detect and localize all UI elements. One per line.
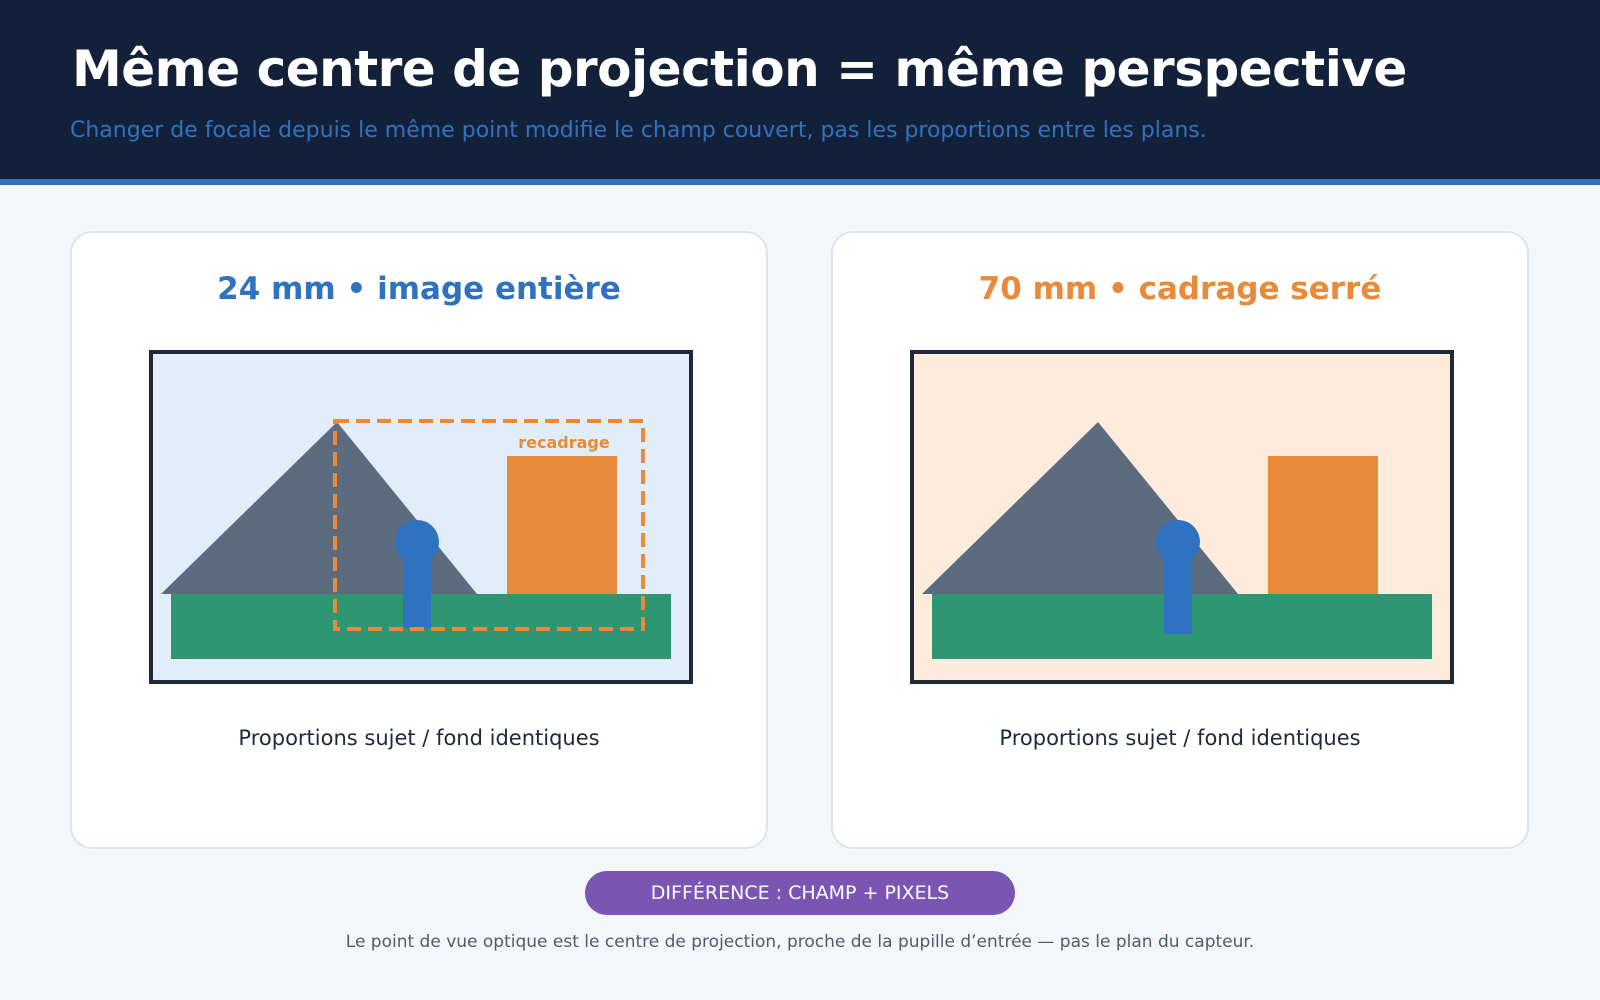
crop-frame [333,419,645,631]
header-banner: Même centre de projection = même perspec… [0,0,1600,185]
crop-label: recadrage [518,433,610,452]
panel-70mm: 70 mm • cadrage serré Proportions sujet … [831,231,1529,849]
panel-title-24mm: 24 mm • image entière [217,271,621,307]
difference-badge: DIFFÉRENCE : CHAMP + PIXELS [585,871,1015,915]
page-title: Même centre de projection = même perspec… [72,40,1407,98]
subject-head [395,520,439,564]
caption-70mm: Proportions sujet / fond identiques [999,726,1361,750]
building-shape [1268,456,1378,594]
panel-title-70mm: 70 mm • cadrage serré [978,271,1382,307]
building-shape [507,456,617,594]
scene-70mm [910,350,1454,684]
page-subtitle: Changer de focale depuis le même point m… [70,118,1207,143]
scene-24mm: recadrage [149,350,693,684]
footnote: Le point de vue optique est le centre de… [345,932,1255,952]
caption-24mm: Proportions sujet / fond identiques [238,726,600,750]
panel-24mm: 24 mm • image entière recadrage Proporti… [70,231,768,849]
subject-head [1156,520,1200,564]
